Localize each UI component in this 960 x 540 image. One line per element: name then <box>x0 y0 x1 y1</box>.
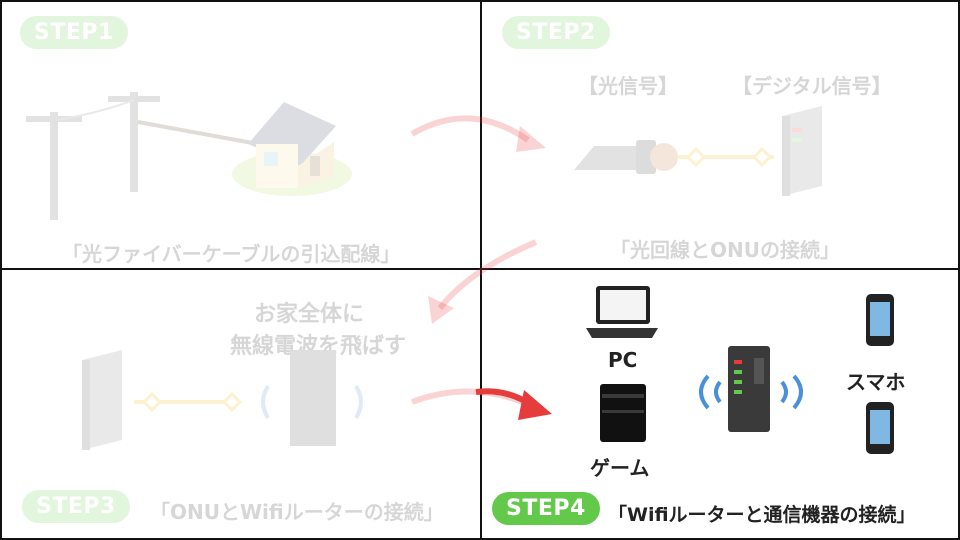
step4-caption: 「Wifiルーターと通信機器の接続」 <box>608 504 916 526</box>
arrow-step1-to-step2 <box>410 115 530 143</box>
step4-badge: STEP4 <box>492 492 600 525</box>
step1-caption: 「光ファイバーケーブルの引込配線」 <box>62 242 401 266</box>
arrowhead-step1-to-step2 <box>516 126 546 152</box>
fiber-onu-illustration <box>574 106 822 196</box>
step3-note-line2: 無線電波を飛ばす <box>230 334 407 359</box>
onu-router-illustration <box>82 350 363 450</box>
step2-caption: 「光回線とONUの接続」 <box>610 238 840 262</box>
pole-house-illustration <box>26 92 352 220</box>
step3-caption: 「ONUとWifiルーターの接続」 <box>150 500 444 524</box>
step4-panel: PC ゲーム スマホ STEP4 「Wifiルータ <box>480 268 960 540</box>
step2-panel: STEP2 【光信号】 【デジタル信号】 「光回線とONUの接続」 <box>480 0 960 270</box>
smartphone-icon-bottom <box>866 402 894 454</box>
step3-note-line1: お家全体に <box>254 302 365 327</box>
step2-badge: STEP2 <box>502 16 610 49</box>
phone-label: スマホ <box>846 370 906 394</box>
arrowhead-step3-to-step4 <box>518 390 552 420</box>
optical-signal-label: 【光信号】 <box>578 74 678 98</box>
pc-label: PC <box>608 348 638 372</box>
arrow-step2-to-step3 <box>437 239 538 310</box>
game-console-icon <box>600 384 646 442</box>
wifi-router-icon <box>699 346 803 432</box>
smartphone-icon-top <box>866 294 894 346</box>
arrowhead-step2-to-step3 <box>428 296 454 324</box>
laptop-icon <box>586 286 658 338</box>
step3-badge: STEP3 <box>22 490 130 523</box>
digital-signal-label: 【デジタル信号】 <box>732 74 892 98</box>
step1-badge: STEP1 <box>20 16 128 49</box>
game-label: ゲーム <box>590 456 650 480</box>
step3-panel: お家全体に 無線電波を飛ばす STEP3 「ONUとWifiルーターの接続」 <box>0 268 482 540</box>
step1-panel: STEP1 「光ファイバーケーブルの引込配線」 <box>0 0 482 270</box>
